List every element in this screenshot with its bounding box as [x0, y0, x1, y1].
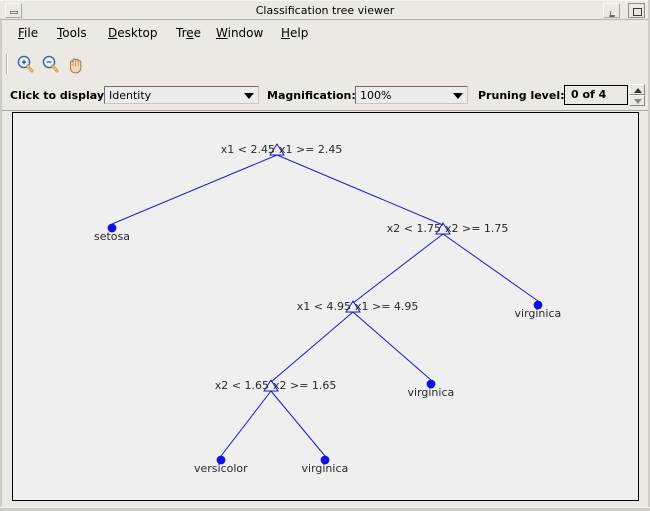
- pruning-level-label: Pruning level:: [478, 89, 565, 102]
- tool-bar: [0, 50, 650, 78]
- menu-item-desktop[interactable]: Desktop: [108, 26, 158, 40]
- menu-item-help[interactable]: Help: [281, 26, 309, 40]
- leaf-class-label: virginica: [407, 386, 455, 399]
- split-label-right: x2 >= 1.65: [273, 379, 337, 392]
- split-label-left: x2 < 1.65: [214, 379, 269, 392]
- leaf-node-marker[interactable]: [426, 379, 436, 389]
- restore-icon: [609, 11, 616, 17]
- pan-hand-icon: [70, 58, 82, 74]
- display-dropdown-value: Identity: [109, 89, 152, 102]
- tree-plot-panel[interactable]: x1 < 2.45 x1 >= 2.45 x2 < 1.75 x2 >= 1.75 x1…: [12, 112, 639, 501]
- leaf-node-marker[interactable]: [320, 455, 330, 465]
- tree-edge: [276, 154, 444, 226]
- zoom-out-button[interactable]: [39, 54, 63, 76]
- pruning-level-field[interactable]: 0 of 4: [564, 85, 628, 105]
- magnification-dropdown[interactable]: 100%: [355, 86, 468, 104]
- pruning-level-decrement-button[interactable]: [629, 95, 645, 106]
- window-bevel-right: [648, 0, 650, 511]
- magnification-dropdown-value: 100%: [360, 89, 392, 102]
- split-label-left: x1 < 2.45: [220, 143, 275, 156]
- menu-item-tree[interactable]: Tree: [176, 26, 202, 40]
- leaf-node-marker[interactable]: [216, 455, 226, 465]
- leaf-class-label: virginica: [514, 307, 562, 320]
- branch-node-marker[interactable]: [435, 222, 451, 235]
- pruning-level-stepper: [629, 84, 645, 106]
- menu-tools-rest: ools: [62, 26, 87, 40]
- leaf-node-marker[interactable]: [107, 223, 117, 233]
- pruning-level-increment-button[interactable]: [629, 84, 645, 95]
- menu-item-tools[interactable]: Tools: [57, 26, 87, 40]
- window-bevel-left: [0, 20, 2, 511]
- spinner-up-icon: [634, 88, 642, 93]
- leaf-class-label: setosa: [94, 230, 131, 243]
- leaf-class-label: versicolor: [194, 462, 248, 475]
- menu-tree-pre: Tr: [176, 26, 187, 40]
- minimize-icon: [10, 11, 18, 14]
- menu-window-rest: indow: [227, 26, 264, 40]
- tree-edge: [352, 311, 432, 381]
- display-dropdown[interactable]: Identity: [104, 86, 259, 104]
- pan-button[interactable]: [64, 54, 88, 76]
- split-label-left: x2 < 1.75: [386, 222, 441, 235]
- window-bevel-bottom: [0, 508, 650, 511]
- magnification-label: Magnification:: [267, 89, 356, 102]
- menu-tree-post: e: [193, 26, 202, 40]
- tree-edge: [111, 154, 278, 225]
- menu-item-window[interactable]: Window: [216, 26, 264, 40]
- display-label: Click to display:: [10, 89, 109, 102]
- zoom-out-icon: [42, 55, 59, 73]
- zoom-in-icon: [17, 55, 34, 73]
- split-label-right: x1 >= 4.95: [355, 300, 419, 313]
- branch-node-marker[interactable]: [269, 143, 285, 156]
- menu-bar: File Tools Desktop Tree Window Help ➠: [0, 20, 650, 67]
- menu-item-file[interactable]: File: [18, 26, 39, 40]
- split-label-right: x2 >= 1.75: [445, 222, 509, 235]
- window-bevel-bottom-highlight: [0, 507, 650, 508]
- tree-edge: [442, 233, 539, 302]
- window-minimize-button-left[interactable]: [5, 3, 22, 18]
- branch-node-marker[interactable]: [345, 300, 361, 313]
- tree-edge: [220, 390, 272, 457]
- menu-file-rest: ile: [24, 26, 39, 40]
- tree-edge: [352, 233, 444, 304]
- split-label-right: x1 >= 2.45: [279, 143, 343, 156]
- classification-tree-graphic: [107, 143, 543, 465]
- branch-node-marker[interactable]: [263, 379, 279, 392]
- spinner-down-icon: [634, 99, 642, 104]
- window-restore-button[interactable]: [603, 3, 620, 18]
- leaf-class-label: virginica: [301, 462, 349, 475]
- control-strip-divider: [0, 110, 650, 111]
- menu-desktop-rest: esktop: [117, 26, 158, 40]
- leaf-node-marker[interactable]: [533, 300, 543, 310]
- chevron-down-icon: [244, 93, 254, 99]
- title-divider: [0, 19, 650, 20]
- title-bar: Classification tree viewer: [0, 0, 650, 20]
- zoom-in-button[interactable]: [14, 54, 38, 76]
- window-maximize-button[interactable]: [628, 3, 645, 18]
- window-title: Classification tree viewer: [255, 4, 395, 17]
- pruning-level-value: 0 of 4: [571, 88, 607, 101]
- chevron-down-icon: [453, 93, 463, 99]
- menu-help-rest: elp: [290, 26, 309, 40]
- maximize-icon: [633, 8, 642, 16]
- tree-edge: [270, 390, 326, 457]
- tree-edge: [270, 311, 354, 383]
- split-label-left: x1 < 4.95: [296, 300, 351, 313]
- toolbar-separator: [6, 54, 8, 74]
